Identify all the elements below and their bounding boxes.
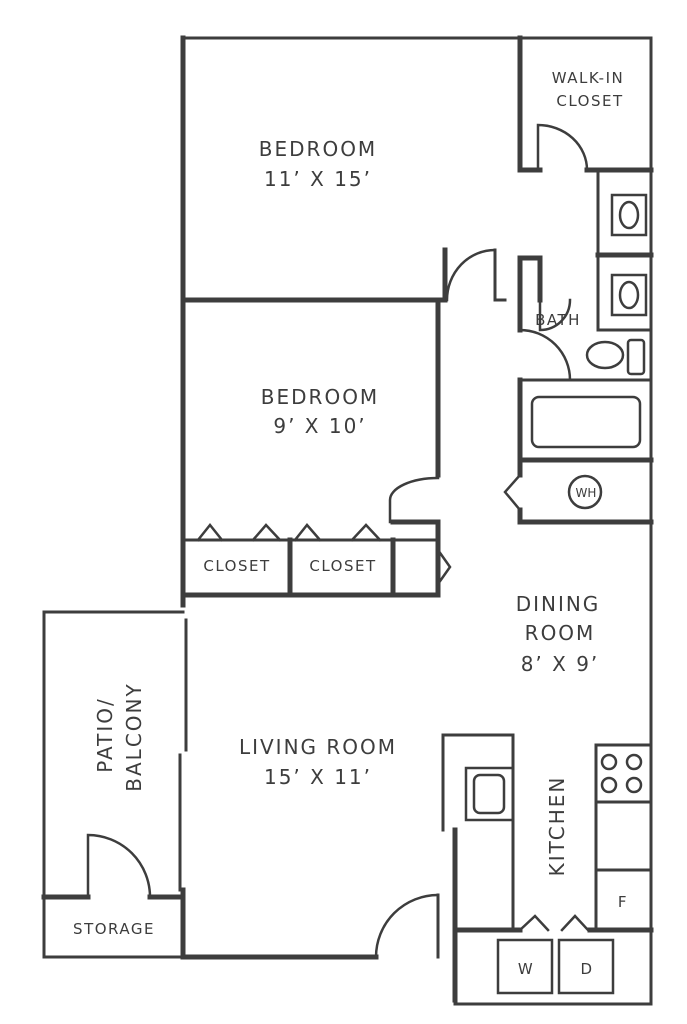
- bathtub: [530, 395, 642, 449]
- closet2-label: CLOSET: [309, 557, 376, 575]
- washer: [496, 938, 554, 995]
- closet1-label: CLOSET: [203, 557, 270, 575]
- bedroom1-size: 11’ X 15’: [264, 167, 372, 191]
- dining-label: DINING: [516, 592, 601, 616]
- kitchen-sink: [464, 766, 515, 822]
- dining-label-2: ROOM: [525, 621, 596, 645]
- bedroom1-label: BEDROOM: [259, 137, 377, 161]
- water-heater-label: WH: [576, 486, 597, 500]
- walls: [41, 35, 654, 1006]
- patio-label: PATIO/: [93, 697, 117, 773]
- bath-label: BATH: [535, 311, 581, 329]
- storage-label: STORAGE: [73, 920, 155, 938]
- dryer: [557, 938, 615, 995]
- sink: [610, 193, 648, 237]
- dryer-label: D: [580, 960, 593, 978]
- bedroom2-size: 9’ X 10’: [273, 414, 366, 438]
- living-room-label: LIVING ROOM: [239, 735, 397, 759]
- living-room-size: 15’ X 11’: [264, 765, 372, 789]
- toilet: [585, 340, 625, 370]
- walk-in-closet-label-2: CLOSET: [556, 92, 623, 110]
- sink: [610, 273, 648, 317]
- kitchen-label: KITCHEN: [545, 776, 569, 877]
- walk-in-closet-label: WALK-IN: [552, 69, 624, 87]
- bedroom2-label: BEDROOM: [261, 385, 379, 409]
- patio-label-2: BALCONY: [122, 682, 146, 791]
- fridge-label: F: [618, 893, 628, 911]
- washer-label: W: [518, 960, 534, 978]
- doors: [86, 123, 590, 959]
- water-heater: [567, 474, 603, 510]
- fixtures: [464, 193, 648, 995]
- dining-size: 8’ X 9’: [521, 652, 600, 676]
